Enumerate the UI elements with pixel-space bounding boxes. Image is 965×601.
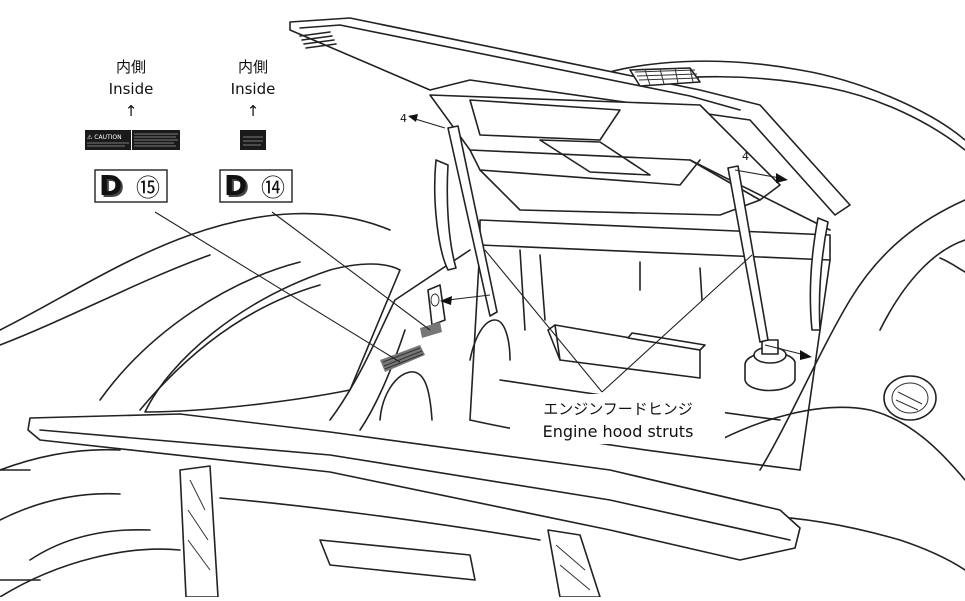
label-inside-en-right: Inside bbox=[231, 80, 276, 98]
leader-line-decal-14 bbox=[271, 211, 431, 331]
label-inside-jp-right: 内側 bbox=[238, 58, 268, 76]
decal-area-right bbox=[420, 322, 442, 338]
engine-hood bbox=[289, 17, 851, 231]
part-badge-d15: D D ⑮ bbox=[94, 169, 168, 204]
label-inside-left: 内側 Inside ↑ bbox=[109, 58, 154, 120]
label-inside-right: 内側 Inside ↑ bbox=[231, 58, 276, 120]
part-badge-d14: D D ⑭ bbox=[219, 169, 293, 204]
hood-strut-right bbox=[727, 165, 829, 343]
hood-strut-left bbox=[433, 125, 498, 317]
arrow-up-icon: ↑ bbox=[125, 102, 138, 120]
assembly-arrows bbox=[408, 114, 812, 360]
caution-sticker-preview: ⚠ CAUTION bbox=[85, 130, 180, 150]
hinge-number-left: 4 bbox=[400, 112, 407, 125]
part-number-14: ⑭ bbox=[261, 174, 285, 202]
part-letter-d15: D bbox=[99, 169, 122, 202]
hinge-number-right: 4 bbox=[742, 150, 749, 163]
rear-wing bbox=[0, 413, 801, 598]
leader-line-strut-right bbox=[601, 254, 753, 393]
part-number-15: ⑮ bbox=[136, 174, 160, 202]
leader-line-decal-15 bbox=[154, 211, 401, 363]
car-body bbox=[0, 60, 965, 581]
callout-engine-hood-struts-jp: エンジンフードヒンジ bbox=[543, 400, 693, 418]
caution-text: ⚠ CAUTION bbox=[87, 134, 122, 141]
svg-text:D: D bbox=[101, 171, 124, 204]
decal-area-left bbox=[380, 345, 425, 372]
arrow-up-icon: ↑ bbox=[247, 102, 260, 120]
label-inside-jp-left: 内側 bbox=[116, 58, 146, 76]
callout-engine-hood-struts-en: Engine hood struts bbox=[543, 422, 694, 441]
engine-bay bbox=[427, 219, 831, 471]
leader-line-strut-left bbox=[484, 249, 603, 393]
sticker-preview-right bbox=[240, 130, 266, 150]
label-inside-en-left: Inside bbox=[109, 80, 154, 98]
part-letter-d14: D bbox=[224, 169, 247, 202]
svg-text:D: D bbox=[226, 171, 249, 204]
